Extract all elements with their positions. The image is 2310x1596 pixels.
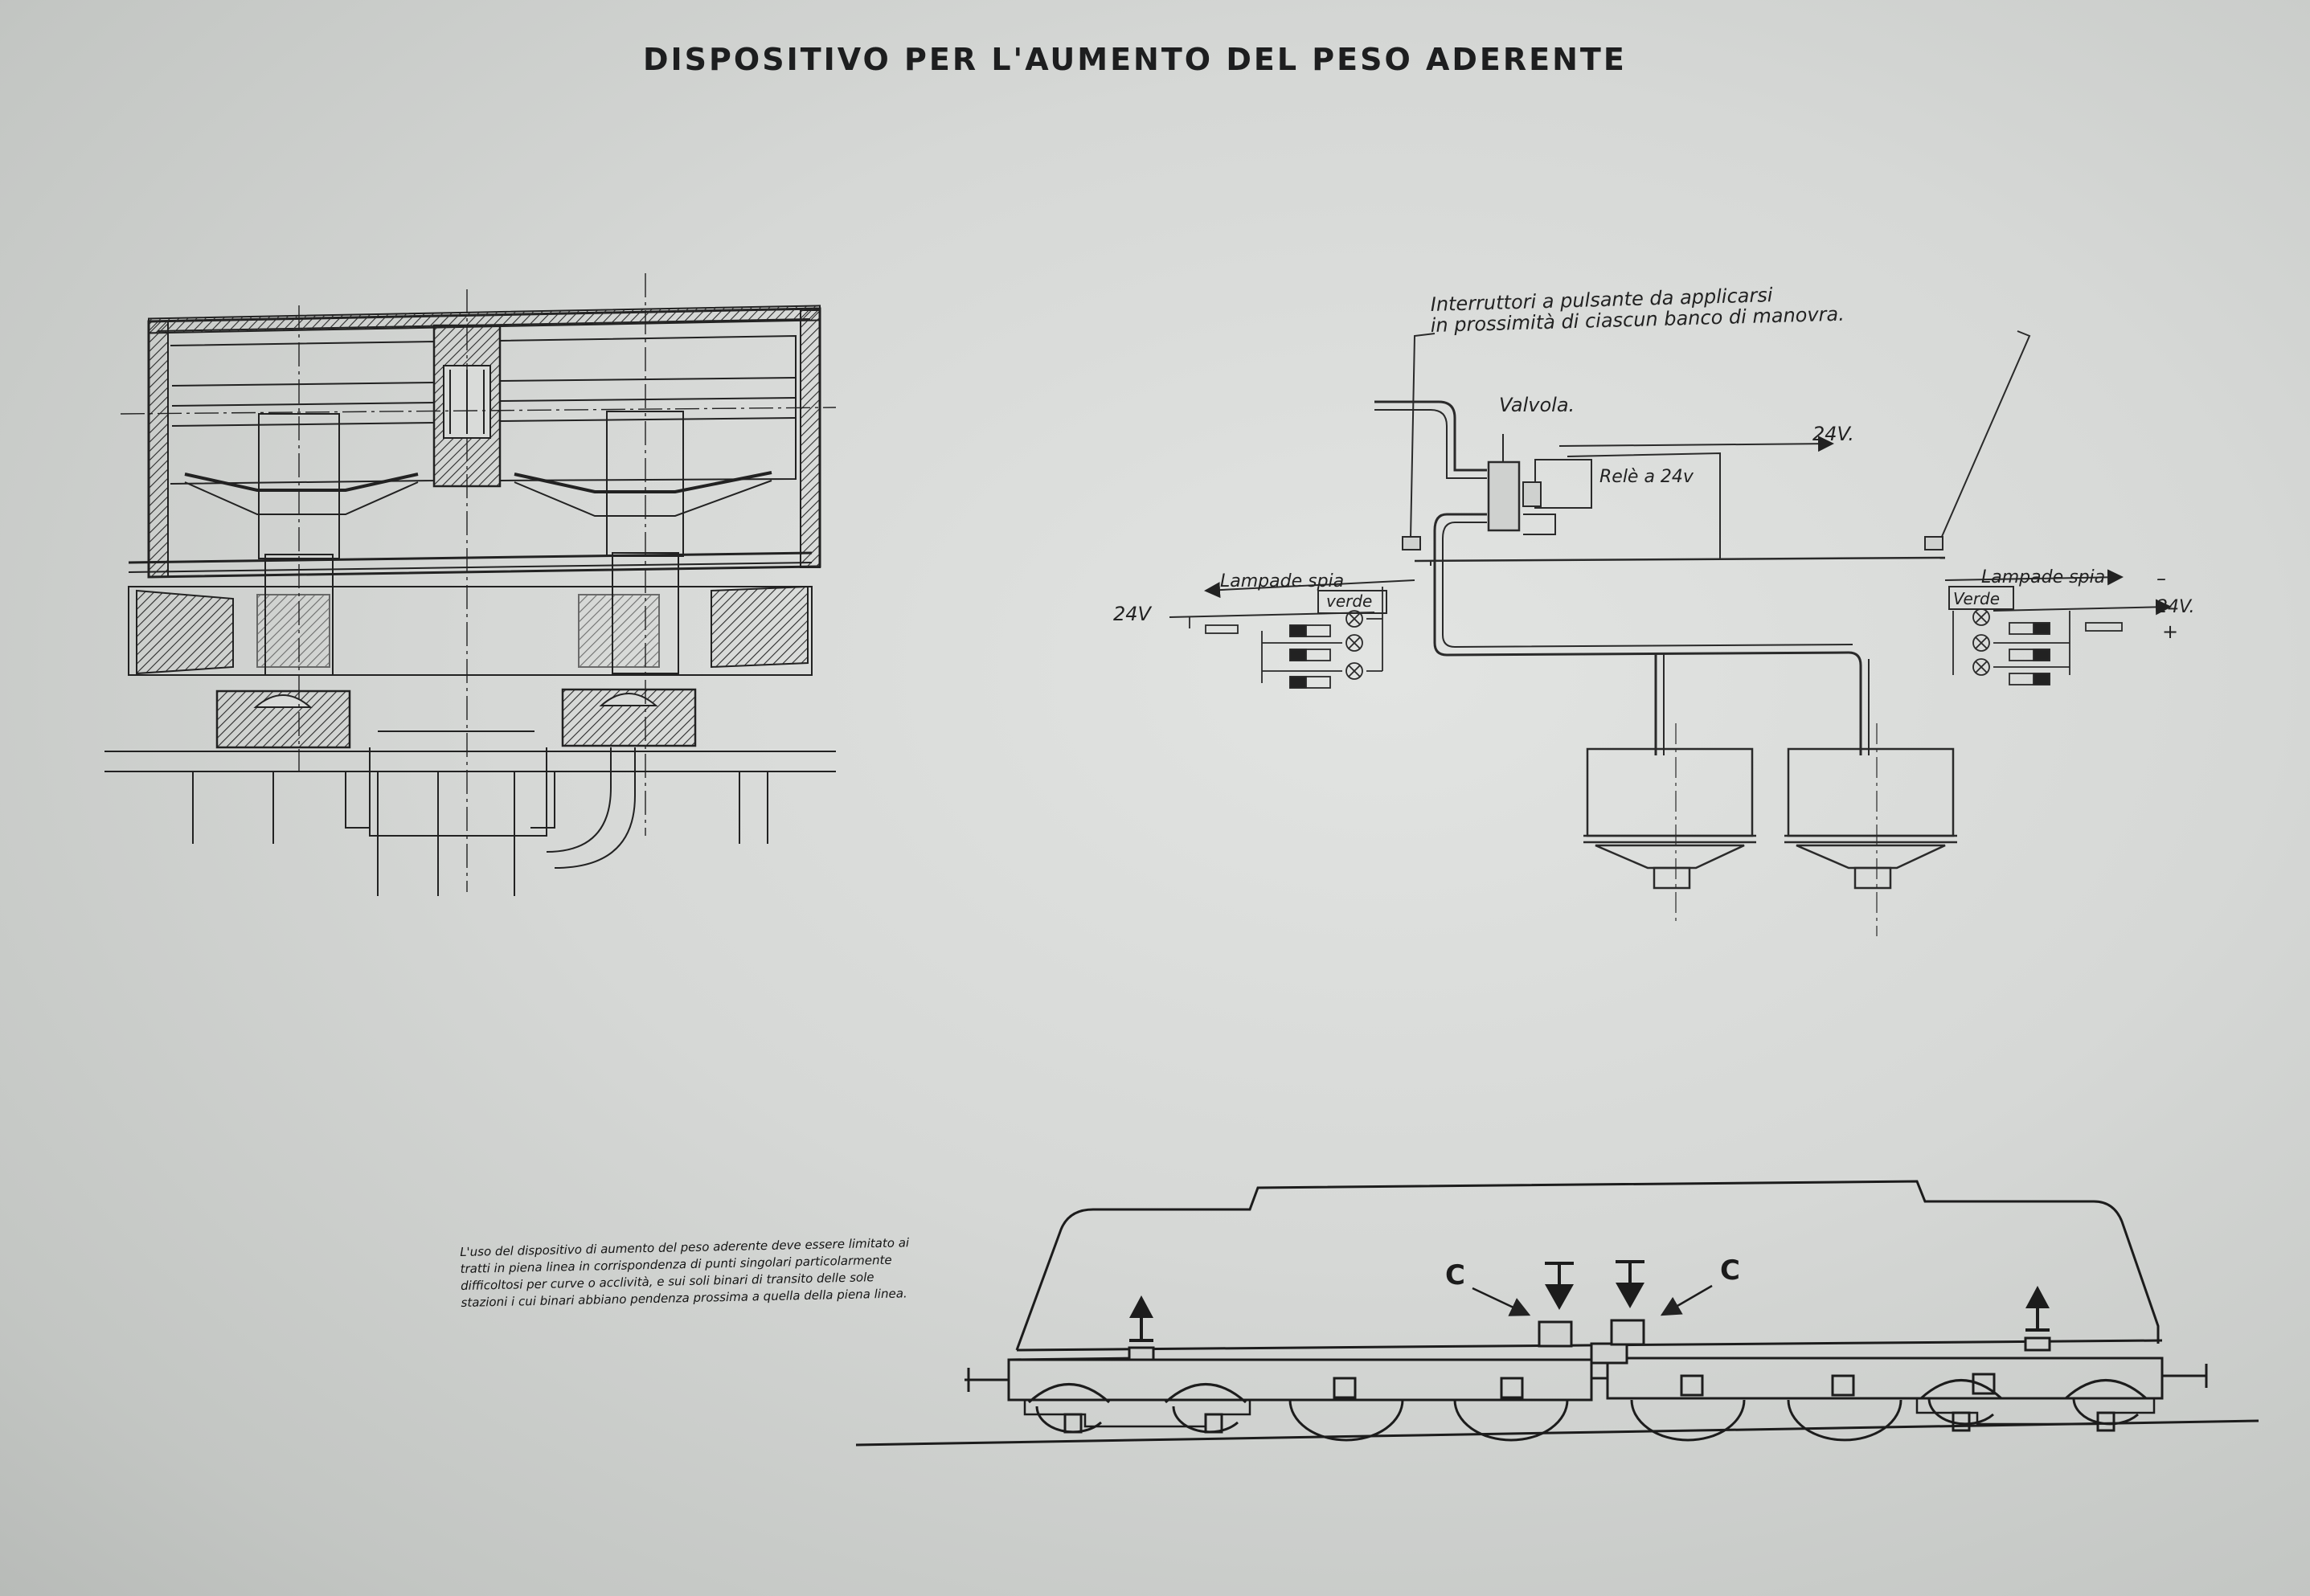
supply-voltage-top: 24V. bbox=[1812, 423, 1854, 445]
force-arrows: C C bbox=[1129, 1254, 2050, 1342]
cylinder-section-drawing bbox=[104, 273, 837, 896]
relay-label: Relè a 24v bbox=[1599, 467, 1694, 487]
page-title: DISPOSITIVO PER L'AUMENTO DEL PESO ADERE… bbox=[643, 42, 1627, 77]
left-green-lamp-label: verde bbox=[1326, 591, 1372, 611]
left-lamps-label: Lampade spia bbox=[1220, 571, 1344, 591]
left-voltage-label: 24V bbox=[1113, 603, 1153, 625]
c-label-left: C bbox=[1445, 1259, 1465, 1291]
positive-terminal: + bbox=[2162, 620, 2178, 643]
c-label-right: C bbox=[1720, 1254, 1740, 1287]
usage-note: L'uso del dispositivo di aumento del pes… bbox=[460, 1235, 910, 1310]
right-green-lamp-label: Verde bbox=[1953, 589, 2000, 608]
press-arrow-left bbox=[1545, 1262, 1574, 1310]
schematic-labels: Interruttori a pulsante da applicarsi in… bbox=[1113, 284, 2195, 643]
right-voltage-label: 24V. bbox=[2156, 597, 2195, 617]
negative-terminal: – bbox=[2156, 567, 2166, 590]
lift-arrow-right bbox=[2025, 1286, 2050, 1332]
valve-label: Valvola. bbox=[1499, 394, 1575, 416]
c-leader-right bbox=[1660, 1284, 1713, 1316]
lift-arrow-left bbox=[1129, 1295, 1153, 1342]
electro-pneumatic-schematic bbox=[1169, 330, 2172, 936]
press-arrow-right bbox=[1616, 1260, 1644, 1308]
c-leader-left bbox=[1472, 1287, 1531, 1316]
right-lamps-label: Lampade spia bbox=[1981, 567, 2105, 587]
locomotive-elevation bbox=[855, 1180, 2259, 1447]
